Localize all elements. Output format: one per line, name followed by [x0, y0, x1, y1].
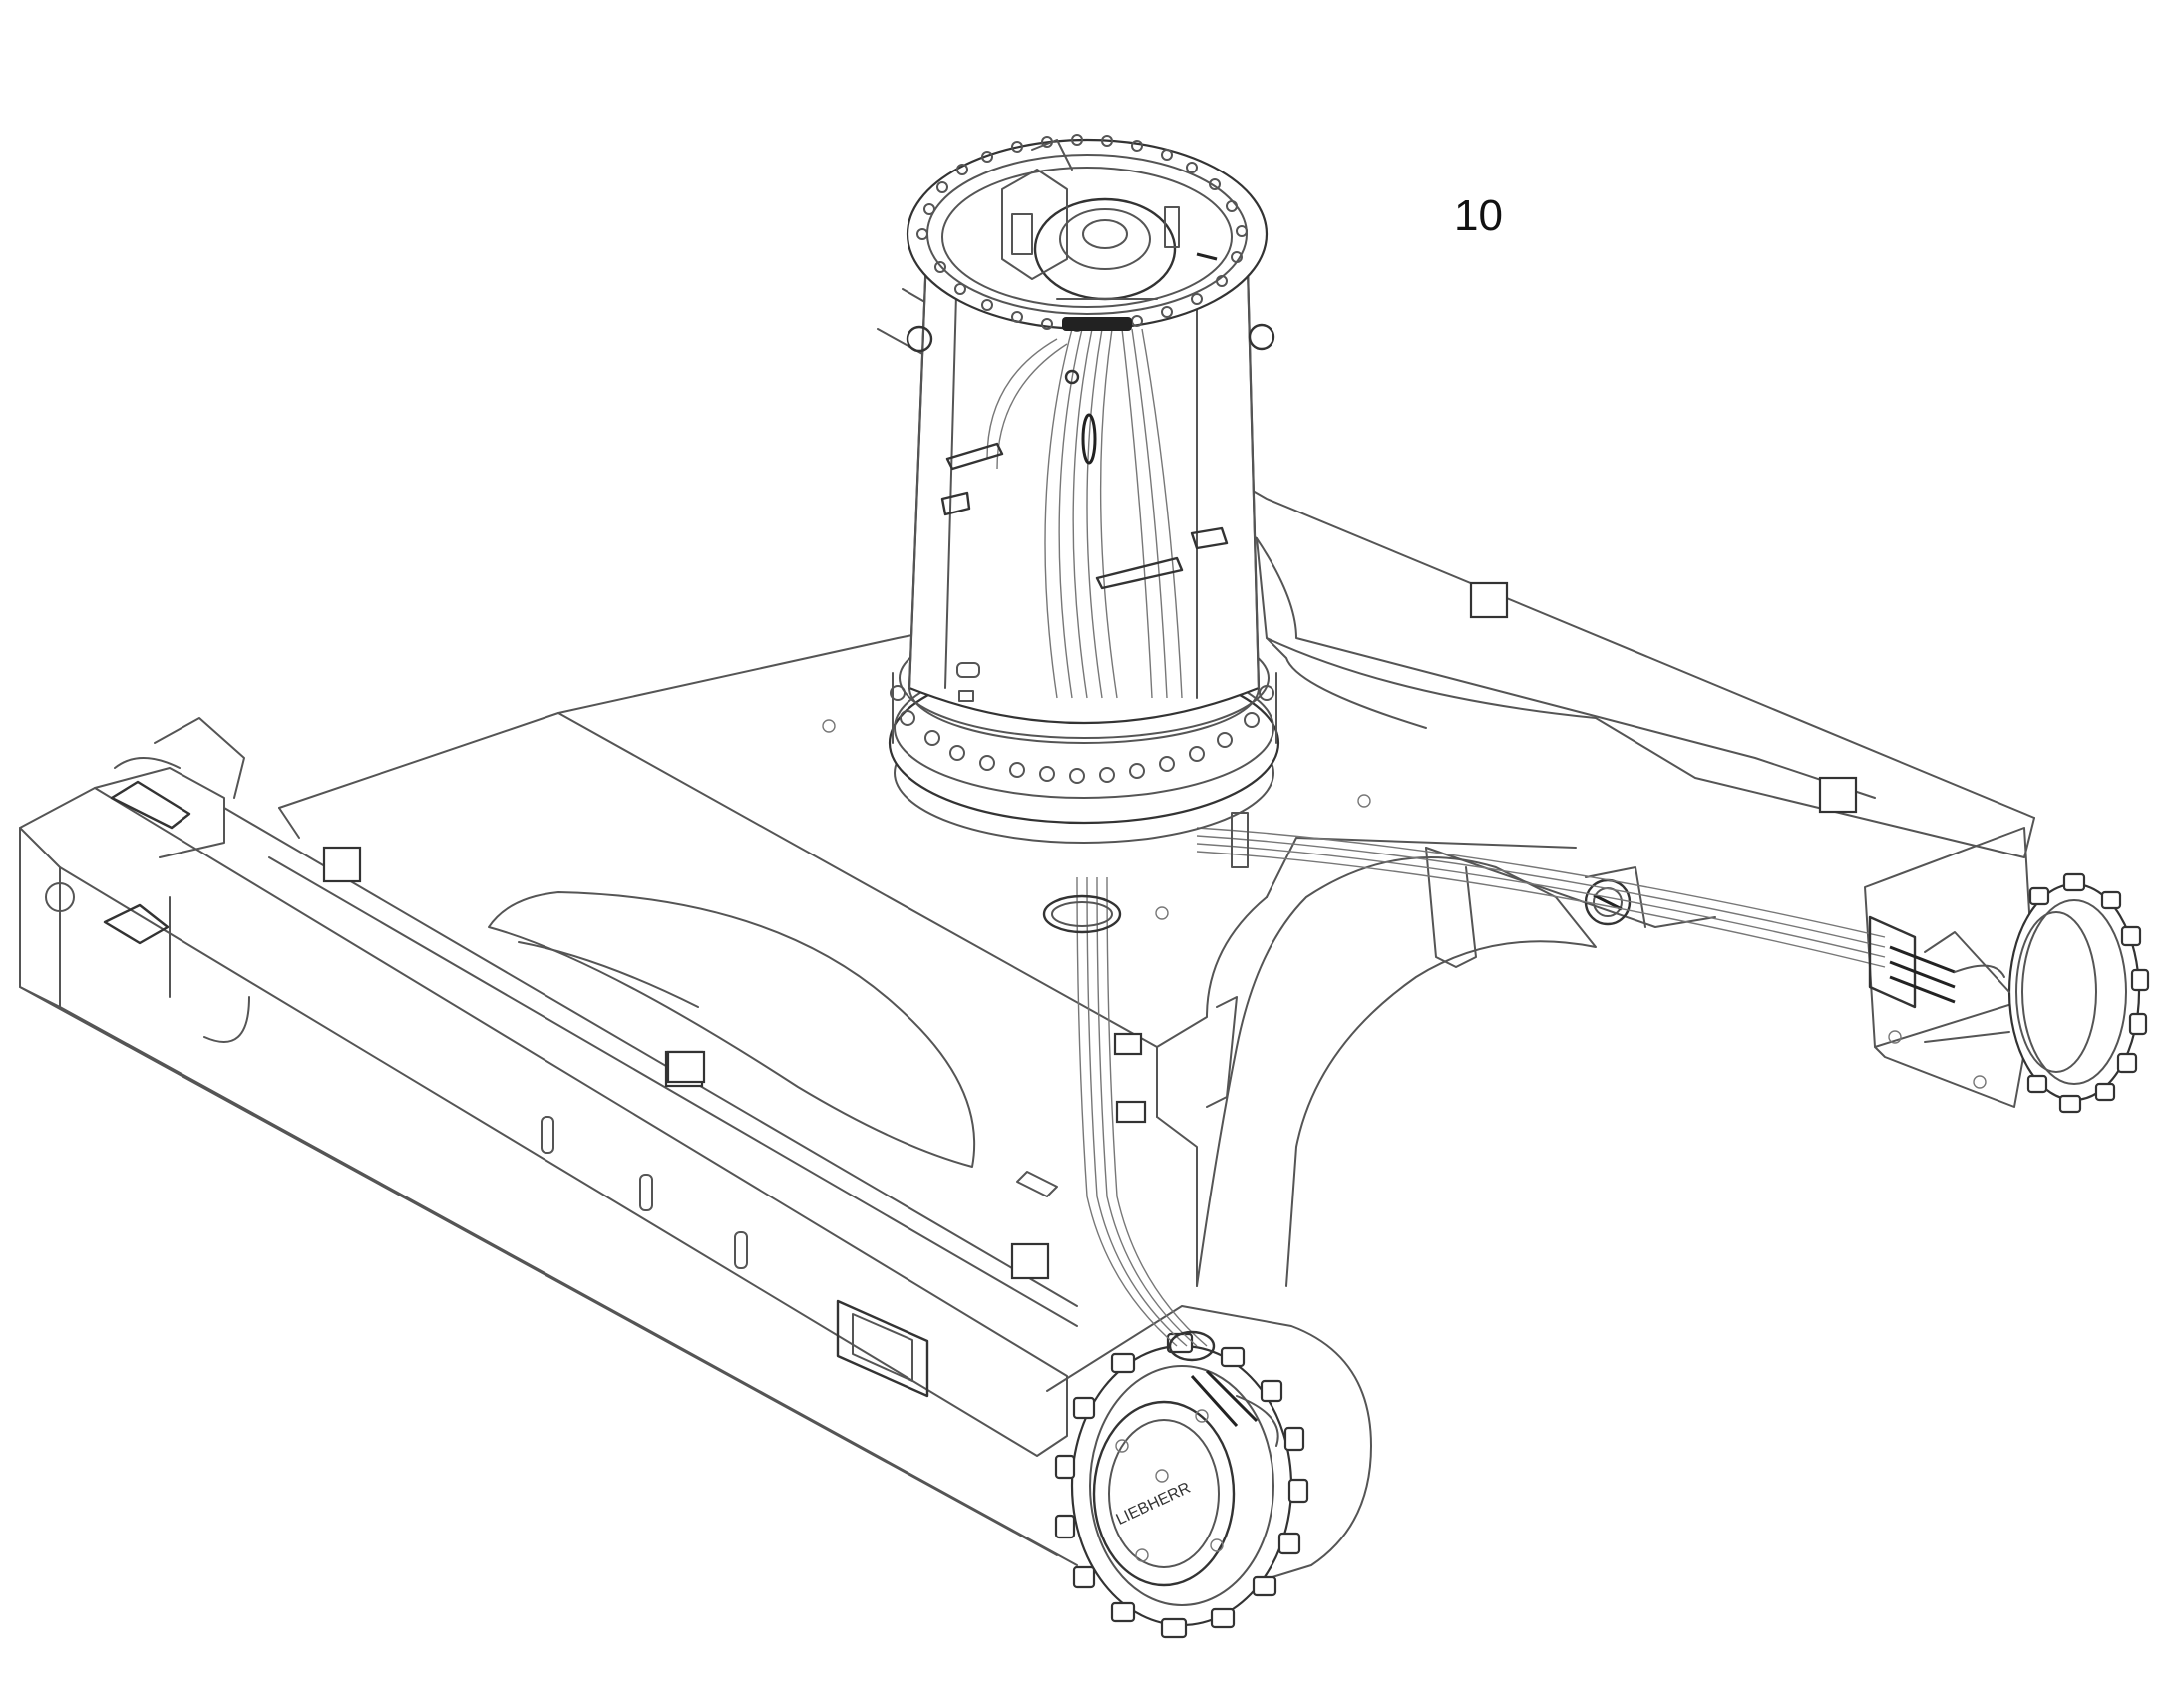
sprocket-drive-icon — [1924, 872, 2150, 1114]
bracket — [1231, 812, 1249, 868]
sprocket-drive-icon: LIEBHERR — [1046, 1305, 1372, 1639]
rotary-joint-column-icon — [888, 134, 1280, 844]
figure-number: 10 — [1454, 191, 1503, 240]
left-hose-bundle — [1042, 876, 1279, 1447]
center-carbody — [278, 627, 1597, 1287]
left-side-beam — [19, 717, 1078, 1566]
right-hose-bundle — [1196, 827, 2005, 1009]
